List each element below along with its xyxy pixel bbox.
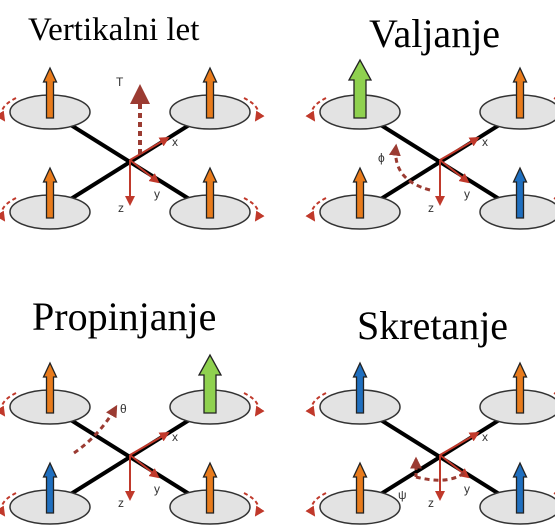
z-axis-label: z: [428, 496, 434, 510]
yaw-rotation-arc: [415, 471, 465, 482]
thrust-arrow-rear-left: [352, 461, 368, 514]
thrust-arrow-rear-right: [202, 166, 218, 219]
rotation-arrow-rear-right: [243, 492, 265, 517]
thrust-arrow-rear-right: [512, 461, 528, 514]
y-axis-label: y: [154, 187, 160, 201]
y-axis-arrow: [129, 454, 160, 479]
thrust-arrow-rear-right: [202, 461, 218, 514]
thrust-arrow-rear-left: [42, 461, 58, 514]
thrust-arrow-front-left: [42, 66, 58, 119]
rotation-arrow-rear-left: [0, 492, 17, 517]
thrust-arrow-rear-left: [352, 166, 368, 219]
thrust-direction-head: [130, 84, 150, 104]
rotation-arrow-rear-left: [305, 197, 327, 222]
x-axis-label: x: [482, 135, 488, 149]
thrust-arrow-rear-right: [512, 166, 528, 219]
thrust-arrow-front-right: [197, 353, 223, 414]
z-axis-label: z: [428, 201, 434, 215]
thrust-arrow-front-right: [202, 66, 218, 119]
thrust-arrow-front-right: [512, 361, 528, 414]
thrust-arrow-rear-left: [42, 166, 58, 219]
rotation-arrow-front-left: [0, 392, 17, 417]
pitch-rotation-arrow: [73, 404, 118, 455]
z-axis-label: z: [118, 496, 124, 510]
rotation-arrow-front-left: [0, 97, 17, 122]
rotation-arrow-rear-right: [243, 197, 265, 222]
panel-title-yaw: Skretanje: [357, 303, 509, 348]
y-axis-arrow: [439, 159, 470, 184]
x-axis-label: x: [172, 135, 178, 149]
x-axis-arrow: [439, 136, 480, 161]
rotation-arrow-front-right: [243, 392, 265, 417]
rotation-arrow-front-right: [243, 97, 265, 122]
x-axis-label: x: [172, 430, 178, 444]
quadcopter-panel-4: x y z ψ: [305, 361, 555, 525]
x-axis-arrow: [129, 431, 170, 456]
z-axis-label: z: [118, 201, 124, 215]
x-axis-arrow: [439, 431, 480, 456]
x-axis-label: x: [482, 430, 488, 444]
rotation-arrow-rear-left: [305, 492, 327, 517]
thrust-arrow-front-right: [512, 66, 528, 119]
panel-title-pitch: Propinjanje: [32, 294, 217, 339]
rotation-arrow-rear-left: [0, 197, 17, 222]
yaw-angle-label: ψ: [398, 488, 407, 502]
thrust-arrow-front-left: [42, 361, 58, 414]
y-axis-label: y: [464, 187, 470, 201]
rotation-arrow-front-left: [305, 97, 327, 122]
panel-title-vertical-flight: Vertikalni let: [28, 12, 200, 48]
quadcopter-panel-2: x y z ϕ: [305, 58, 555, 230]
quadcopter-panel-1: x y z T: [0, 66, 265, 230]
quadcopter-panel-3: x y z θ: [0, 353, 265, 525]
y-axis-label: y: [464, 482, 470, 496]
pitch-angle-label: θ: [120, 402, 127, 416]
roll-rotation-arrow: [388, 143, 431, 192]
panel-title-roll: Valjanje: [369, 11, 501, 56]
thrust-arrow-front-left: [347, 58, 373, 119]
thrust-arrow-front-left: [352, 361, 368, 414]
y-axis-arrow: [129, 159, 160, 184]
roll-angle-label: ϕ: [378, 151, 385, 165]
x-axis-arrow: [129, 136, 170, 161]
y-axis-label: y: [154, 482, 160, 496]
thrust-label: T: [116, 75, 124, 89]
rotation-arrow-front-left: [305, 392, 327, 417]
